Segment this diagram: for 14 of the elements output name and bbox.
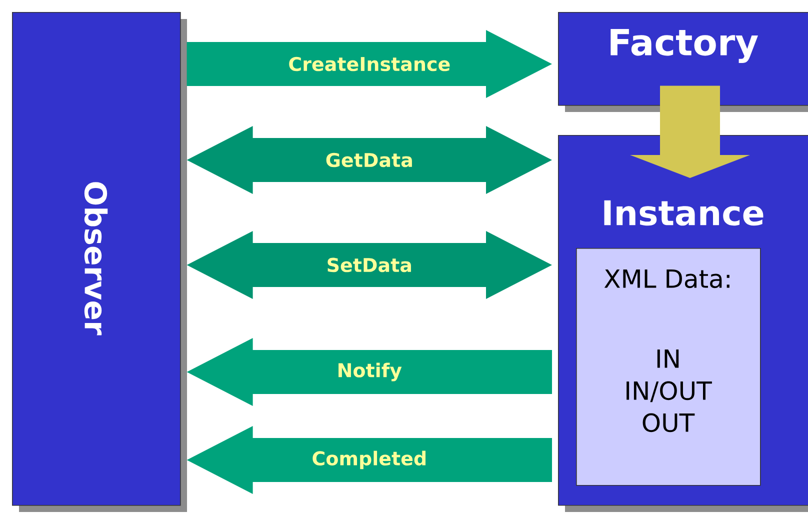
arrow-label: Notify [338,362,402,382]
block-arrow [186,338,552,406]
observer-box: Observer [12,12,187,512]
data-box: XML Data: IN IN/OUT OUT [576,248,761,486]
block-arrow [630,86,750,178]
block-arrow [186,126,552,194]
arrow-label: CreateInstance [289,56,450,72]
block-arrow [186,30,552,98]
block-arrow [186,426,552,494]
arrow-label: GetData [326,152,412,168]
arrow-label: Completed [312,450,426,470]
arrow-label: SetData [328,258,411,272]
factory-box: Factory [558,12,808,112]
block-arrow [186,231,552,299]
